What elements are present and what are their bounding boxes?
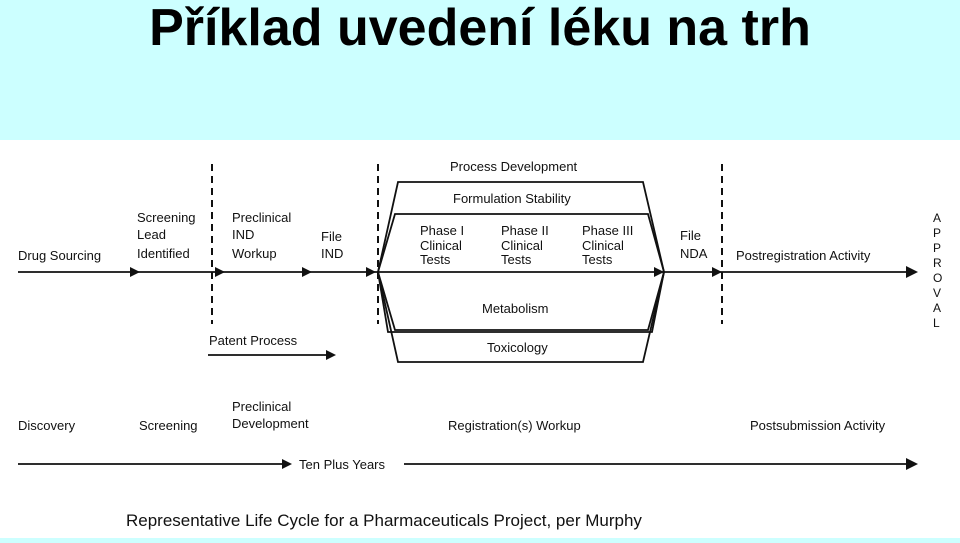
phase1-label-3: Tests <box>420 252 451 267</box>
phase1-label-2: Clinical <box>420 238 462 253</box>
arrowhead-preclinical <box>302 267 312 277</box>
arrowhead-file-nda <box>712 267 722 277</box>
phase2-label-1: Phase II <box>501 223 549 238</box>
metabolism-label: Metabolism <box>482 301 548 316</box>
bottom-band <box>0 538 960 543</box>
identified-label: Identified <box>137 246 190 261</box>
screening-label: Screening <box>137 210 196 225</box>
arrowhead-approval <box>906 266 918 278</box>
formulation-stability-label: Formulation Stability <box>453 191 571 206</box>
approval-letter-3: P <box>933 241 941 255</box>
arrowhead-drug-sourcing <box>130 267 140 277</box>
phase1-label-1: Phase I <box>420 223 464 238</box>
lead-label: Lead <box>137 227 166 242</box>
phase2-label-3: Tests <box>501 252 532 267</box>
postregistration-label: Postregistration Activity <box>736 248 871 263</box>
file-ind-label-1: File <box>321 229 342 244</box>
approval-letter-4: R <box>933 256 942 270</box>
preclinical-dev-label-2: Development <box>232 416 309 431</box>
patent-process-label: Patent Process <box>209 333 298 348</box>
arrowhead-timeline-left <box>282 459 292 469</box>
file-ind-label-2: IND <box>321 246 343 261</box>
title-band <box>0 0 960 140</box>
registration-workup-label: Registration(s) Workup <box>448 418 581 433</box>
approval-letter-2: P <box>933 226 941 240</box>
diagram-caption: Representative Life Cycle for a Pharmace… <box>126 511 642 530</box>
screening-phase-label: Screening <box>139 418 198 433</box>
toxicology-label: Toxicology <box>487 340 548 355</box>
drug-sourcing-label: Drug Sourcing <box>18 248 101 263</box>
ind-label: IND <box>232 227 254 242</box>
workup-label: Workup <box>232 246 277 261</box>
metabolism-envelope <box>377 271 665 333</box>
arrowhead-patent <box>326 350 336 360</box>
approval-letter-5: O <box>933 271 942 285</box>
file-nda-label-2: NDA <box>680 246 708 261</box>
life-cycle-diagram: Drug Sourcing Screening Lead Identified … <box>0 140 960 538</box>
discovery-label: Discovery <box>18 418 76 433</box>
arrowhead-screening <box>215 267 225 277</box>
slide-title: Příklad uvedení léku na trh <box>149 0 811 57</box>
preclinical-label: Preclinical <box>232 210 291 225</box>
phase3-label-2: Clinical <box>582 238 624 253</box>
timeline-label: Ten Plus Years <box>299 457 386 472</box>
preclinical-dev-label-1: Preclinical <box>232 399 291 414</box>
approval-letter-8: L <box>933 316 940 330</box>
approval-letter-6: V <box>933 286 941 300</box>
approval-letter-7: A <box>933 301 941 315</box>
approval-letter-1: A <box>933 211 941 225</box>
file-nda-label-1: File <box>680 228 701 243</box>
arrowhead-timeline-right <box>906 458 918 470</box>
process-development-label: Process Development <box>450 159 578 174</box>
arrowhead-phase3 <box>654 267 664 277</box>
phase2-label-2: Clinical <box>501 238 543 253</box>
arrowhead-file-ind <box>366 267 376 277</box>
phase3-label-1: Phase III <box>582 223 633 238</box>
postsubmission-label: Postsubmission Activity <box>750 418 886 433</box>
phase3-label-3: Tests <box>582 252 613 267</box>
diagram-canvas: Drug Sourcing Screening Lead Identified … <box>18 159 942 530</box>
